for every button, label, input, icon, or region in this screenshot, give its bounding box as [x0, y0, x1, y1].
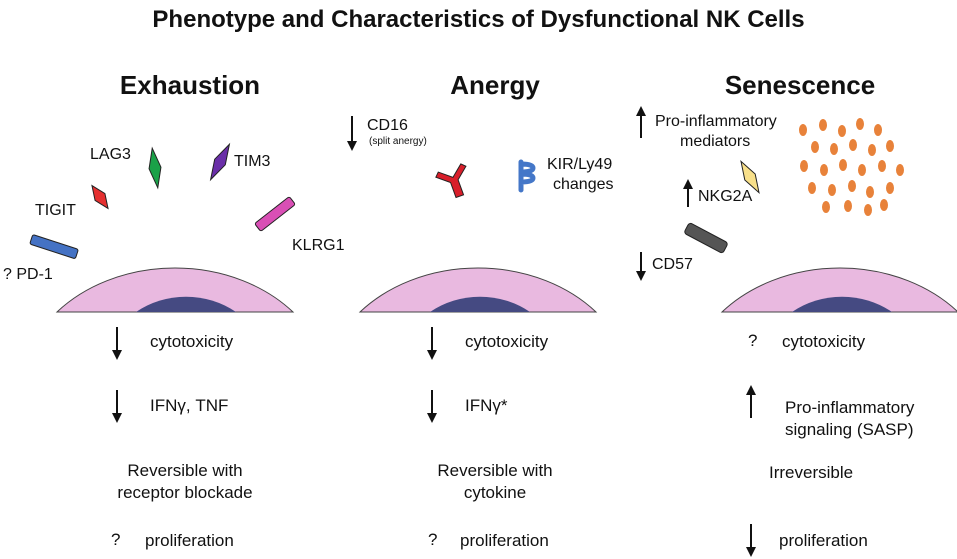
anergy-cytotoxicity: cytotoxicity — [465, 332, 549, 351]
heading-anergy: Anergy — [450, 70, 540, 100]
anergy-proliferation-mark: ? — [428, 530, 438, 549]
cd57-receptor-icon — [684, 222, 728, 254]
exhaustion-proliferation: proliferation — [145, 531, 234, 550]
anergy-nucleus — [430, 296, 530, 312]
exhaustion-cytokines: IFNγ, TNF — [150, 396, 229, 415]
senescence-cytotoxicity: cytotoxicity — [782, 332, 866, 351]
mediators-label-line1: Pro-inflammatory — [655, 113, 777, 130]
anergy-reversibility-line2: cytokine — [463, 483, 527, 502]
cd16-label: CD16 — [367, 117, 408, 134]
mediators-label-line2: mediators — [680, 133, 751, 150]
lag3-label: LAG3 — [90, 146, 131, 163]
senescence-signaling-line1: Pro-inflammatory — [785, 398, 915, 417]
exhaustion-reversibility-line2: receptor blockade — [117, 483, 253, 502]
anergy-cell-body — [358, 267, 598, 313]
pd1-receptor-icon — [29, 234, 79, 259]
heading-senescence: Senescence — [724, 70, 876, 100]
heading-exhaustion: Exhaustion — [119, 70, 261, 100]
mediator-dots-icon — [799, 118, 904, 216]
klrg1-label: KLRG1 — [292, 237, 345, 254]
senescence-cell-body — [720, 267, 957, 313]
nkg2a-label: NKG2A — [698, 188, 753, 205]
exhaustion-cell-body — [55, 267, 295, 313]
tim3-label: TIM3 — [234, 153, 271, 170]
cd16-receptor-icon — [435, 163, 467, 199]
senescence-reversibility: Irreversible — [769, 463, 854, 482]
senescence-cytotoxicity-mark: ? — [748, 331, 758, 350]
exhaustion-reversibility-line1: Reversible with — [127, 461, 243, 480]
cd16-note-label: (split anergy) — [369, 136, 427, 147]
tigit-receptor-icon — [91, 184, 109, 210]
senescence-nucleus — [792, 296, 892, 312]
exhaustion-proliferation-mark: ? — [111, 530, 121, 549]
cd57-label: CD57 — [652, 256, 693, 273]
senescence-signaling-line2: signaling (SASP) — [785, 420, 914, 439]
kir-label-line2: changes — [553, 176, 614, 193]
anergy-proliferation: proliferation — [460, 531, 549, 550]
tim3-receptor-icon — [209, 142, 231, 182]
nkg2a-receptor-icon — [740, 160, 760, 194]
kir-receptor-icon — [518, 159, 536, 193]
diagram-title: Phenotype and Characteristics of Dysfunc… — [152, 6, 805, 33]
anergy-reversibility-line1: Reversible with — [437, 461, 553, 480]
klrg1-receptor-icon — [254, 196, 296, 232]
pd1-label: ? PD-1 — [3, 266, 53, 283]
anergy-cytokines: IFNγ* — [465, 396, 508, 415]
tigit-label: TIGIT — [35, 202, 76, 219]
kir-label-line1: KIR/Ly49 — [547, 156, 613, 173]
exhaustion-cytotoxicity: cytotoxicity — [150, 332, 234, 351]
senescence-proliferation: proliferation — [779, 531, 868, 550]
exhaustion-nucleus — [136, 296, 236, 312]
lag3-receptor-icon — [148, 146, 162, 190]
